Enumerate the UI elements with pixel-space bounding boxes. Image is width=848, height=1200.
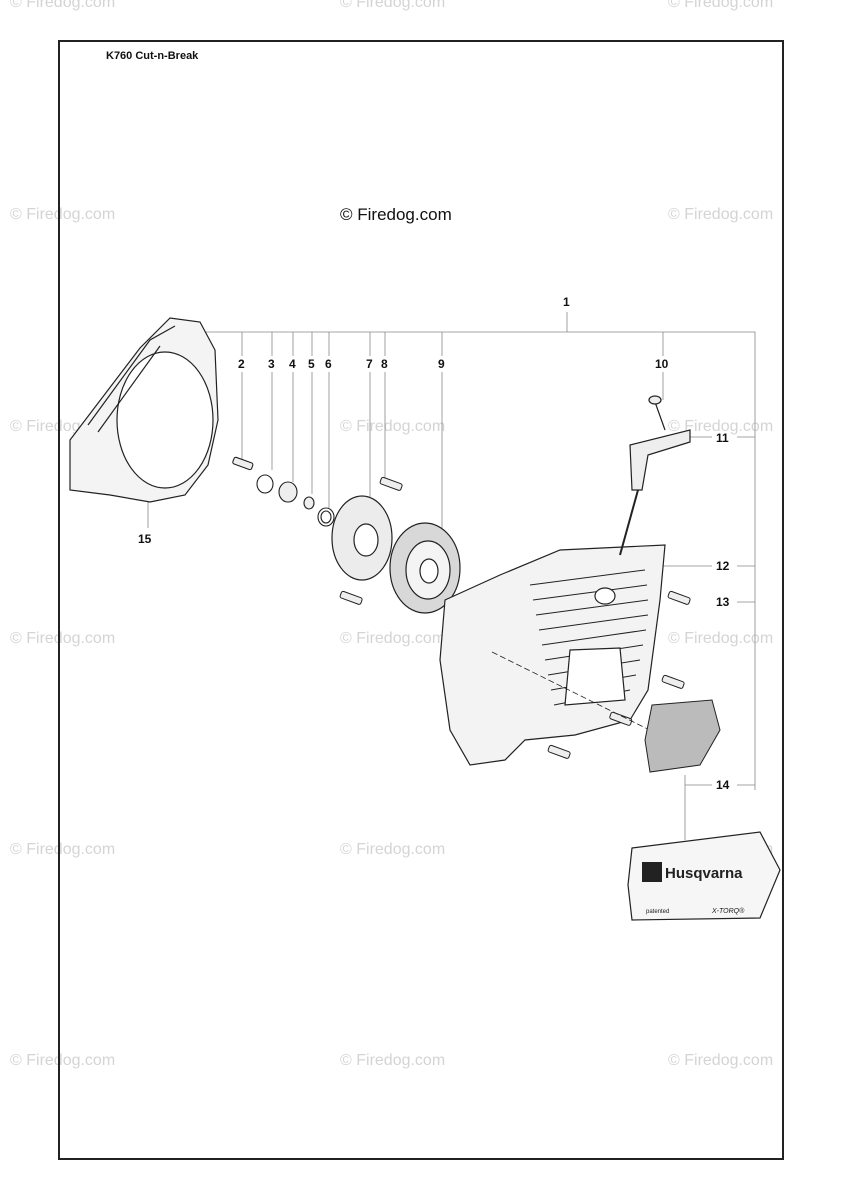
watermark: © Firedog.com — [340, 1052, 446, 1069]
watermark: © Firedog.com — [340, 0, 446, 11]
part-label: 7 — [366, 357, 373, 371]
part-label: 4 — [289, 357, 296, 371]
part-label: 13 — [716, 595, 730, 609]
decal-brand: Husqvarna — [665, 865, 743, 882]
decal-detail: Husqvarna patented X-TORQ® — [627, 831, 781, 921]
page-title: K760 Cut-n-Break — [106, 50, 199, 62]
part-label: 10 — [655, 357, 669, 371]
watermark: © Firedog.com — [668, 418, 774, 435]
part-label: 1 — [563, 295, 570, 309]
diagram-frame — [58, 40, 784, 1160]
part-label: 11 — [716, 431, 729, 445]
watermark: © Firedog.com — [668, 630, 774, 647]
watermark: © Firedog.com — [10, 0, 116, 11]
part-label: 5 — [308, 357, 315, 371]
part-label: 2 — [238, 357, 245, 371]
decal-patented: patented — [646, 909, 669, 915]
watermark: © Firedog.com — [10, 841, 116, 858]
watermark: © Firedog.com — [668, 1052, 774, 1069]
part-label: 3 — [268, 357, 275, 371]
watermark: © Firedog.com — [10, 206, 116, 223]
watermark: © Firedog.com — [668, 206, 774, 223]
watermark: © Firedog.com — [10, 1052, 116, 1069]
part-label: 9 — [438, 357, 445, 371]
part-label: 8 — [381, 357, 388, 371]
decal-xtorq: X-TORQ® — [711, 907, 745, 915]
part-label: 12 — [716, 559, 730, 573]
part-label: 6 — [325, 357, 332, 371]
watermark: © Firedog.com — [10, 630, 116, 647]
watermark: © Firedog.com — [340, 630, 446, 647]
watermark: © Firedog.com — [668, 0, 774, 11]
part-label: 15 — [138, 532, 152, 546]
fan-cover-part — [69, 317, 219, 503]
copyright-text: © Firedog.com — [340, 205, 452, 224]
watermark: © Firedog.com — [340, 841, 446, 858]
watermark: © Firedog.com — [340, 418, 446, 435]
part-label: 14 — [716, 778, 730, 792]
